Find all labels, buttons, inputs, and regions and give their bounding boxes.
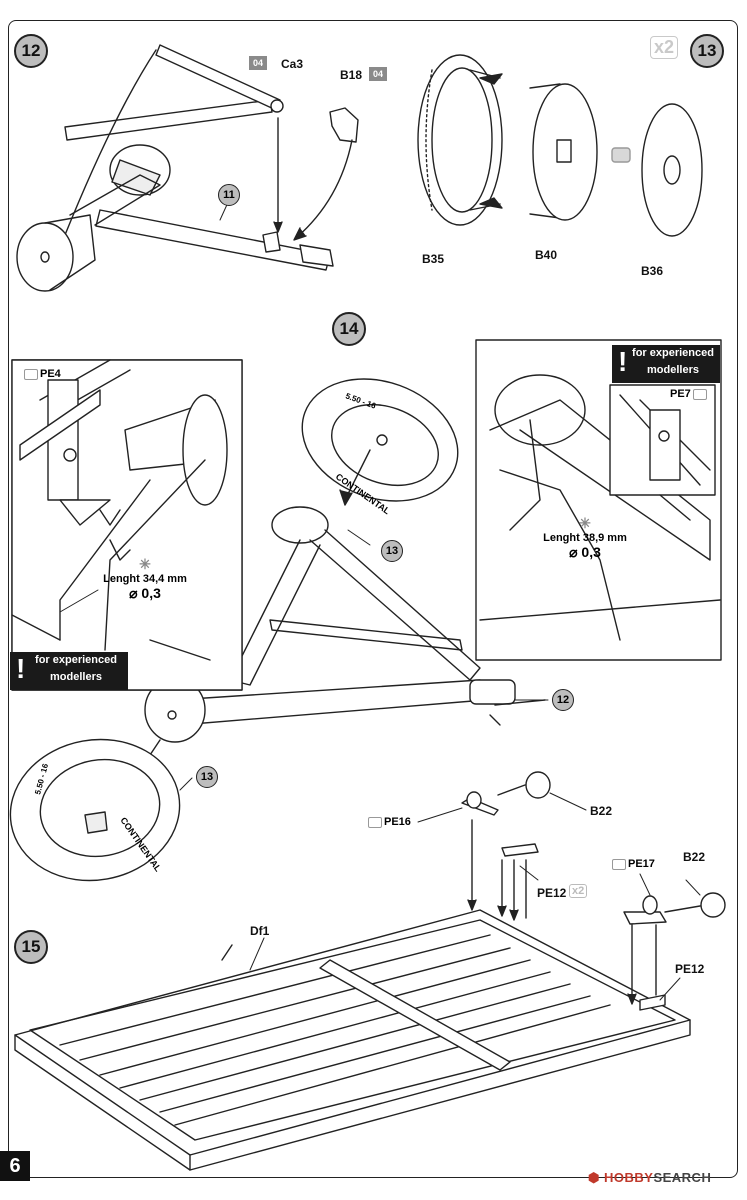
tire-size-text: 5.50 - 16 — [344, 391, 377, 410]
warning-icon: ! — [16, 653, 26, 684]
wire-length-left: ✳ Lenght 34,4 mm ⌀ 0,3 — [100, 556, 190, 602]
step-number-14: 14 — [332, 312, 366, 346]
photoetch-icon — [692, 388, 707, 400]
quantity-multiplier-small: x2 — [569, 884, 588, 898]
pe7-text: PE7 — [670, 388, 691, 400]
wire-icon: ✳ — [139, 556, 151, 572]
watermark: ⬢ HOBBYSEARCH — [588, 1170, 711, 1186]
part-label-pe12-2: PE12 — [675, 962, 705, 976]
wire-diameter-text: ⌀ 0,3 — [569, 544, 601, 560]
part-label-pe16: PE16 — [368, 816, 411, 828]
part-label-pe7: PE7 — [670, 388, 707, 400]
note-line-1: for experienced — [632, 347, 714, 359]
part-label-b22: B22 — [590, 804, 613, 818]
note-line-2: modellers — [647, 364, 699, 376]
wire-length-right: ✳ Lenght 38,9 mm ⌀ 0,3 — [540, 515, 630, 561]
part-label-b35: B35 — [422, 252, 445, 266]
right-inset-drawing — [475, 339, 722, 661]
wire-length-text: Lenght 38,9 mm — [543, 532, 627, 544]
photoetch-icon — [612, 858, 626, 870]
ref-step-13-b: 13 — [196, 766, 218, 788]
tire-brand-text-2: CONTINENTAL — [118, 815, 163, 873]
part-label-b36: B36 — [641, 264, 664, 278]
part-label-pe12: PE12 — [537, 886, 567, 900]
note-line-2: modellers — [50, 671, 102, 683]
paint-code-tag: 04 — [249, 56, 268, 70]
step15-platform-drawing — [14, 771, 726, 1171]
pe17-text: PE17 — [628, 858, 655, 870]
step13-wheel-drawing — [417, 54, 703, 237]
pe16-text: PE16 — [384, 816, 411, 828]
step-number-15: 15 — [14, 930, 48, 964]
wire-diameter-text: ⌀ 0,3 — [129, 585, 161, 601]
ref-step-13: 13 — [381, 540, 403, 562]
ref-step-12: 12 — [552, 689, 574, 711]
part-label-df1: Df1 — [250, 924, 270, 938]
step14-axle-drawing — [9, 378, 546, 882]
wire-length-text: Lenght 34,4 mm — [103, 573, 187, 585]
page-frame — [8, 20, 738, 1178]
left-inset-drawing — [11, 359, 243, 691]
watermark-logo-icon: ⬢ — [588, 1170, 600, 1185]
wire-icon: ✳ — [579, 515, 591, 531]
part-label-pe4: PE4 — [24, 368, 61, 380]
note-line-1: for experienced — [35, 654, 117, 666]
pe4-text: PE4 — [40, 368, 61, 380]
part-label-pe17: PE17 — [612, 858, 655, 870]
part-label-b18: B18 — [340, 68, 363, 82]
part-label-ca3: Ca3 — [281, 57, 304, 71]
watermark-brand: HOBBY — [603, 1170, 654, 1185]
step-number-13: 13 — [690, 34, 724, 68]
photoetch-icon — [24, 368, 38, 380]
warning-icon: ! — [618, 346, 628, 377]
tire-size-text-2: 5.50 - 16 — [33, 762, 50, 795]
paint-code-tag-2: 04 — [369, 67, 388, 81]
photoetch-icon — [368, 816, 382, 828]
page-number: 6 — [0, 1151, 30, 1181]
experienced-note-left: ! for experienced modellers — [10, 652, 128, 690]
watermark-suffix: SEARCH — [653, 1170, 712, 1185]
step-number-12: 12 — [14, 34, 48, 68]
step12-axle-drawing — [16, 44, 359, 292]
experienced-note-right: ! for experienced modellers — [612, 345, 720, 383]
quantity-multiplier: x2 — [650, 36, 679, 59]
part-label-b22-2: B22 — [683, 850, 706, 864]
part-label-b40: B40 — [535, 248, 558, 262]
ref-step-11: 11 — [218, 184, 240, 206]
tire-brand-text: CONTINENTAL — [334, 471, 392, 516]
